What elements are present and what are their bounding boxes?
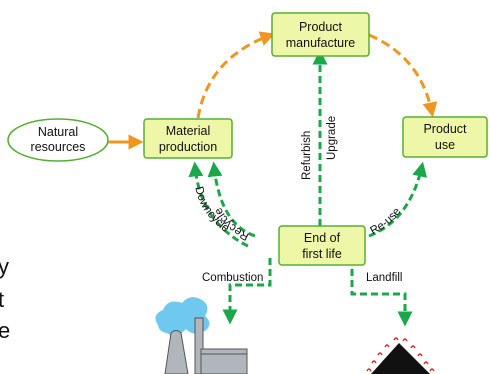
end-of-first-life-line-2: first life	[302, 247, 342, 261]
natural-resources-line-2: resources	[31, 140, 86, 154]
refurbish-label: Refurbish	[301, 131, 313, 180]
product-use-line-2: use	[435, 138, 455, 152]
landfill-icon	[366, 337, 435, 374]
factory-building	[200, 348, 248, 374]
landfill-heat-lines	[366, 337, 435, 372]
natural-resources-line-1: Natural	[38, 125, 78, 139]
cropped-left-letter-1: y	[0, 254, 9, 279]
cropped-left-letter-2: t	[0, 287, 4, 312]
product-use-node: Product use	[402, 116, 488, 158]
end-of-first-life-node: End of first life	[278, 225, 366, 266]
re-use-label-path: Re-use	[368, 206, 403, 238]
product-manufacture-node: Product manufacture	[271, 12, 370, 57]
factory-icon	[155, 297, 248, 374]
recycle-arrow	[207, 161, 256, 238]
upgrade-label: Upgrade	[326, 116, 338, 160]
product-manufacture-line-1: Product	[299, 20, 343, 34]
material-production-node: Material production	[143, 118, 233, 159]
factory-cooling-tower	[164, 330, 189, 374]
material-to-manufacture-arrow	[196, 31, 276, 119]
combustion-arrow	[222, 258, 272, 325]
downcycle-arrow	[188, 161, 249, 248]
material-production-line-1: Material	[166, 124, 210, 138]
product-manufacture-line-2: manufacture	[286, 36, 356, 50]
material-production-line-2: production	[159, 140, 217, 154]
combustion-label: Combustion	[202, 272, 263, 284]
factory-chimney	[194, 317, 204, 374]
product-use-line-1: Product	[423, 122, 467, 136]
re-use-arrow	[368, 161, 428, 238]
re-use-label: Re-use	[368, 206, 403, 238]
landfill-label: Landfill	[366, 272, 402, 284]
cropped-left-letter-3: e	[0, 318, 10, 343]
landfill-arrow	[350, 258, 413, 327]
manufacture-to-use-arrow	[368, 33, 438, 118]
landfill-mound	[371, 343, 430, 374]
natural-resources-node: Natural resources	[7, 118, 109, 162]
end-of-first-life-line-1: End of	[304, 231, 341, 245]
